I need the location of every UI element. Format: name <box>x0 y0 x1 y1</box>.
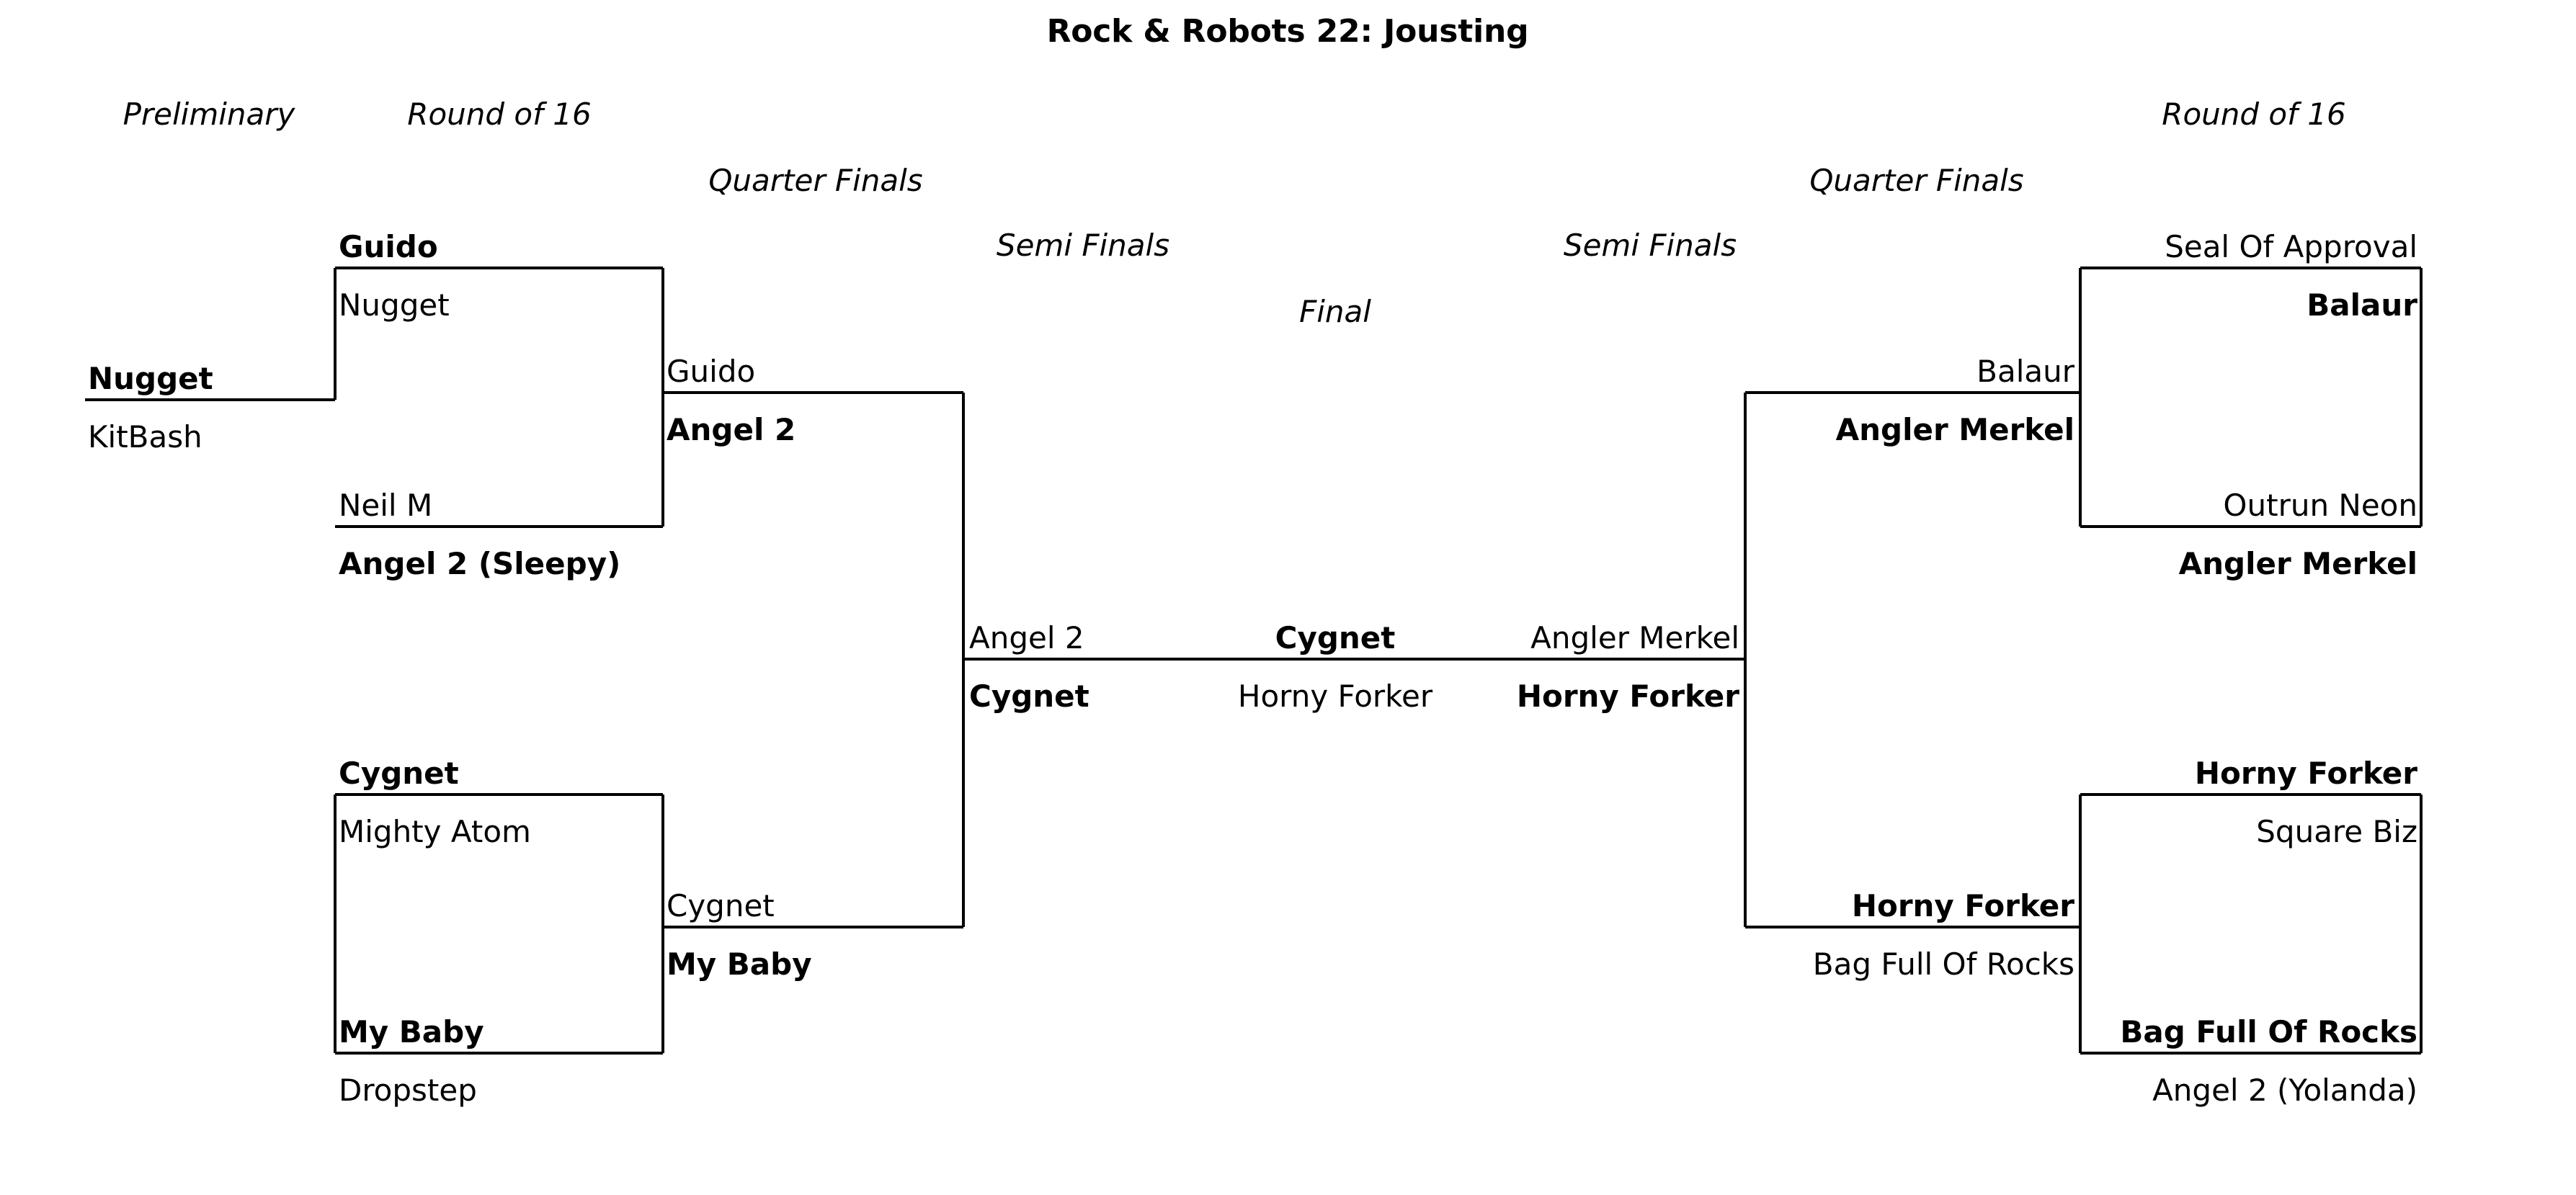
entry-left-sf-top: Angel 2 <box>969 620 1084 655</box>
entry-final-top: Cygnet <box>1275 620 1396 655</box>
entry-left-qf-b-bottom: My Baby <box>667 946 812 982</box>
round-label-semi-finals-left: Semi Finals <box>996 228 1170 263</box>
entry-right-r16-a-bottom: Balaur <box>2307 287 2417 323</box>
round-label-preliminary: Preliminary <box>122 97 295 132</box>
entry-left-r16-a-bottom: Nugget <box>339 287 450 323</box>
entry-left-r16-d-top: My Baby <box>339 1014 484 1049</box>
entry-left-qf-a-top: Guido <box>667 354 756 389</box>
entry-left-prelim-top: Nugget <box>88 361 213 396</box>
entry-left-qf-a-bottom: Angel 2 <box>667 412 796 447</box>
entry-right-qf-a-top: Balaur <box>1976 354 2074 389</box>
entry-right-r16-c-bottom: Square Biz <box>2256 814 2417 849</box>
entry-right-r16-d-bottom: Angel 2 (Yolanda) <box>2152 1073 2417 1108</box>
entry-left-qf-b-top: Cygnet <box>667 888 775 923</box>
entry-right-qf-a-bottom: Angler Merkel <box>1835 412 2074 447</box>
entry-left-r16-c-bottom: Mighty Atom <box>339 814 531 849</box>
entry-right-qf-b-top: Horny Forker <box>1851 888 2074 923</box>
entry-right-r16-b-top: Outrun Neon <box>2223 488 2417 523</box>
round-label-quarter-finals-left: Quarter Finals <box>708 163 923 198</box>
entry-left-r16-b-top: Neil M <box>339 488 433 523</box>
page-title: Rock & Robots 22: Jousting <box>1046 13 1529 50</box>
entry-right-r16-d-top: Bag Full Of Rocks <box>2120 1014 2417 1049</box>
entry-right-qf-b-bottom: Bag Full Of Rocks <box>1812 946 2074 982</box>
entry-left-r16-c-top: Cygnet <box>339 756 459 791</box>
entry-right-r16-a-top: Seal Of Approval <box>2165 229 2417 264</box>
round-label-semi-finals-right: Semi Finals <box>1563 228 1737 263</box>
round-label-quarter-finals-right: Quarter Finals <box>1809 163 2024 198</box>
round-label-round-of-16-right: Round of 16 <box>2162 97 2346 132</box>
entry-left-r16-b-bottom: Angel 2 (Sleepy) <box>339 546 621 581</box>
entry-left-r16-d-bottom: Dropstep <box>339 1073 477 1108</box>
round-label-final: Final <box>1299 294 1371 329</box>
entry-right-r16-c-top: Horny Forker <box>2194 756 2417 791</box>
entry-left-sf-bottom: Cygnet <box>969 679 1089 714</box>
entry-right-sf-bottom: Horny Forker <box>1516 679 1739 714</box>
round-label-round-of-16-left: Round of 16 <box>407 97 592 132</box>
entry-right-sf-top: Angler Merkel <box>1530 620 1739 655</box>
entry-left-prelim-bottom: KitBash <box>88 419 202 455</box>
entry-final-bottom: Horny Forker <box>1237 679 1433 714</box>
entry-left-r16-a-top: Guido <box>339 229 438 264</box>
entry-right-r16-b-bottom: Angler Merkel <box>2178 546 2417 581</box>
